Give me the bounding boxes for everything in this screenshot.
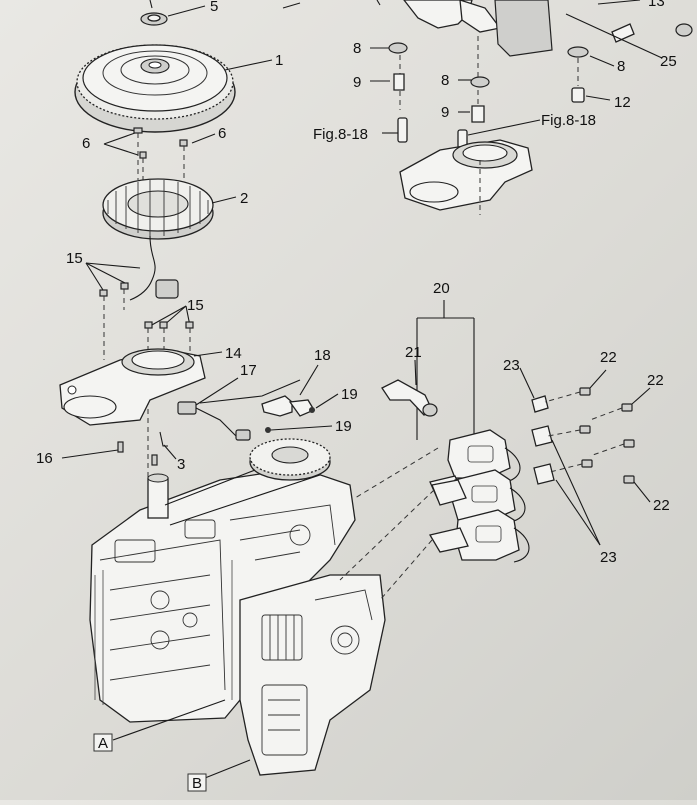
callout-13: 13: [648, 0, 665, 10]
part-stator: [102, 178, 237, 301]
callout-21: 21: [405, 344, 422, 361]
callout-5: 5: [210, 0, 218, 15]
callout-6a: 6: [82, 135, 90, 152]
callout-8a: 8: [353, 40, 361, 57]
part-top-right-assembly: [282, 0, 693, 215]
callout-22a: 22: [600, 349, 617, 366]
part-nut-washer: [140, 0, 206, 26]
callout-15a: 15: [66, 250, 83, 267]
callout-14: 14: [225, 345, 242, 362]
section-box-b: B: [187, 773, 207, 792]
callout-22c: 22: [653, 497, 670, 514]
section-letter-a: A: [98, 735, 108, 752]
fig-reference-left: Fig.8-18: [313, 126, 368, 143]
callout-17: 17: [240, 362, 257, 379]
callout-19b: 19: [335, 418, 352, 435]
part-ignition-coils: [339, 300, 651, 601]
callout-2: 2: [240, 190, 248, 207]
callout-23a: 23: [503, 357, 520, 374]
section-markers: [112, 699, 251, 779]
callout-23b: 23: [600, 549, 617, 566]
section-letter-b: B: [192, 775, 202, 792]
callout-22b: 22: [647, 372, 664, 389]
part-flywheel: [74, 44, 273, 133]
callout-8b: 8: [441, 72, 449, 89]
callout-25: 25: [660, 53, 677, 70]
part-pins: [61, 431, 177, 466]
part-bolts-6: [103, 127, 216, 185]
callout-6b: 6: [218, 125, 226, 142]
callout-19a: 19: [341, 386, 358, 403]
callout-3: 3: [177, 456, 185, 473]
section-box-a: A: [93, 733, 113, 752]
callout-12: 12: [614, 94, 631, 111]
callout-9b: 9: [441, 104, 449, 121]
callout-20: 20: [433, 280, 450, 297]
callout-15b: 15: [187, 297, 204, 314]
callout-1: 1: [275, 52, 283, 69]
part-sensor-assembly: [177, 364, 339, 441]
callout-8c: 8: [617, 58, 625, 75]
part-control-unit: [239, 574, 386, 776]
fig-reference-right: Fig.8-18: [541, 112, 596, 129]
callout-labels: 5 1 6 6 2 15 15 14 17 18 19 19 16 3 20 2…: [36, 0, 677, 566]
part-bracket-14: [59, 348, 223, 426]
callout-9a: 9: [353, 74, 361, 91]
callout-16: 16: [36, 450, 53, 467]
callout-18: 18: [314, 347, 331, 364]
